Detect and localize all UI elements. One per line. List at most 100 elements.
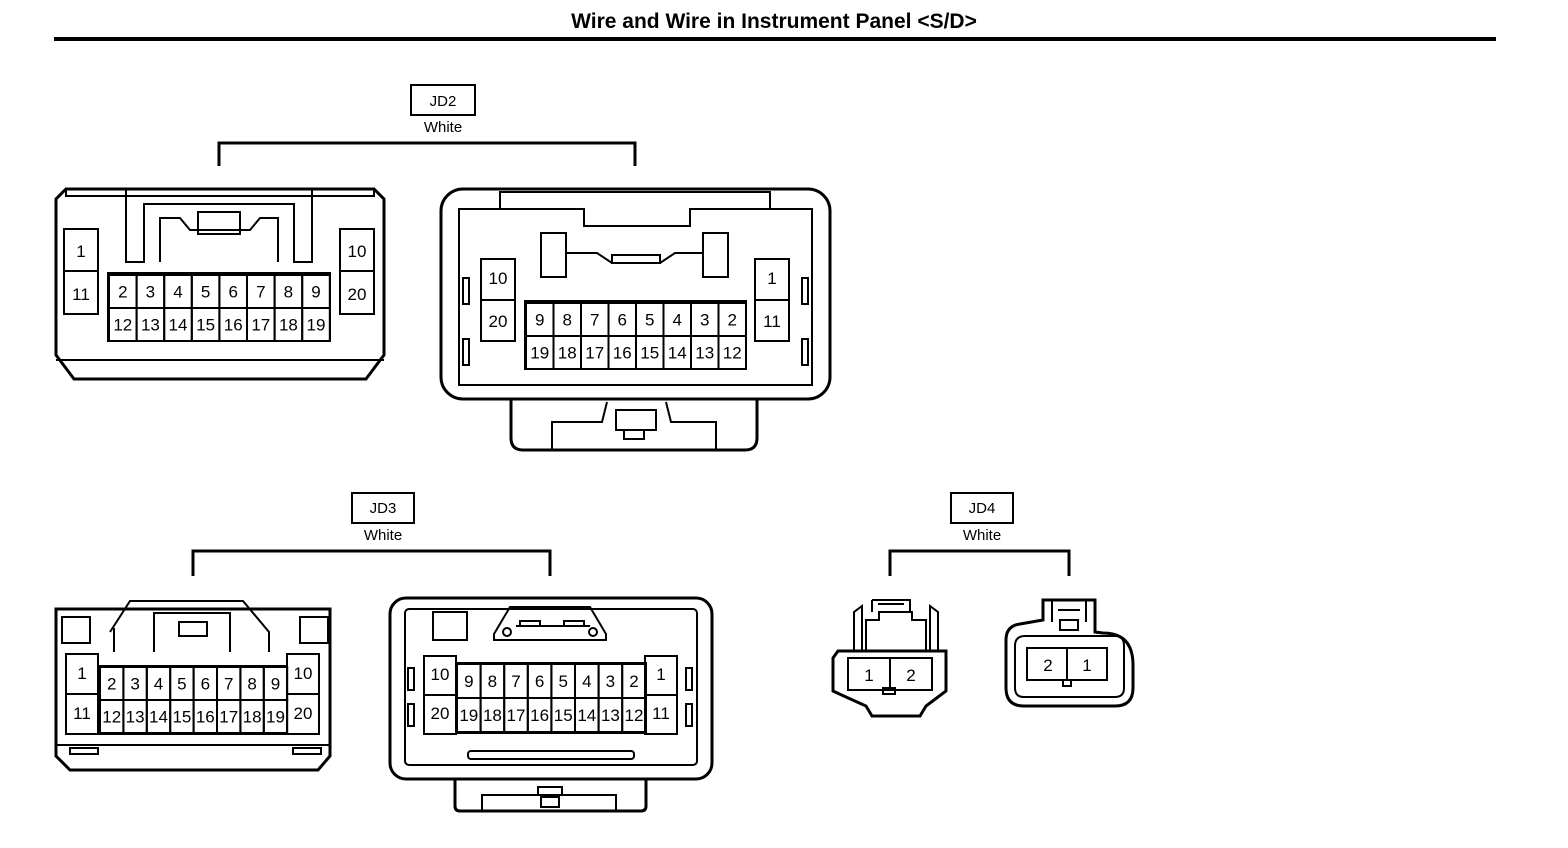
pin-label: 2 — [906, 666, 915, 685]
pin-label: 5 — [201, 283, 210, 302]
pin-label: 13 — [695, 344, 714, 363]
pin-label: 20 — [348, 285, 367, 304]
pin-label: 6 — [618, 311, 627, 330]
pin-label: 10 — [489, 269, 508, 288]
pin-label: 12 — [113, 316, 132, 335]
pin-label: 6 — [535, 672, 544, 691]
pin-label: 14 — [169, 316, 188, 335]
pin-label: 15 — [172, 708, 191, 727]
pin-label: 8 — [247, 675, 256, 694]
jd2-label: JD2 White — [217, 84, 637, 166]
pin-label: 3 — [700, 311, 709, 330]
pin-label: 7 — [590, 311, 599, 330]
pin-label: 17 — [507, 706, 526, 725]
pin-label: 16 — [196, 708, 215, 727]
pin-label: 11 — [652, 704, 670, 723]
pin-label: 3 — [146, 283, 155, 302]
pin-label: 1 — [656, 665, 665, 684]
pin-label: 18 — [483, 706, 502, 725]
jd4-label: JD4 White — [888, 492, 1071, 576]
title-rule — [54, 37, 1496, 41]
pin-label: 4 — [582, 672, 591, 691]
pin-label: 8 — [284, 283, 293, 302]
pin-label: 2 — [728, 311, 737, 330]
pin-label: 15 — [554, 706, 573, 725]
pin-label: 6 — [228, 283, 237, 302]
pin-label: 7 — [224, 675, 233, 694]
pin-label: 14 — [149, 708, 168, 727]
pin-label: 5 — [645, 311, 654, 330]
pin-label: 19 — [307, 316, 326, 335]
pin-label: 2 — [118, 283, 127, 302]
pin-label: 20 — [294, 704, 313, 723]
jd3-id: JD3 — [370, 500, 397, 517]
pin-label: 9 — [464, 672, 473, 691]
pin-label: 7 — [256, 283, 265, 302]
pin-label: 6 — [201, 675, 210, 694]
pin-label: 2 — [1043, 656, 1052, 675]
pin-label: 1 — [864, 666, 873, 685]
pin-label: 11 — [763, 312, 781, 331]
pin-label: 18 — [279, 316, 298, 335]
pin-label: 17 — [585, 344, 604, 363]
pin-label: 19 — [530, 344, 549, 363]
pin-label: 20 — [489, 312, 508, 331]
pin-label: 3 — [130, 675, 139, 694]
pin-label: 11 — [73, 704, 91, 723]
pin-label: 14 — [577, 706, 596, 725]
jd4-id: JD4 — [969, 500, 996, 517]
pin-label: 14 — [668, 344, 687, 363]
pin-label: 19 — [459, 706, 478, 725]
pin-cell — [717, 335, 747, 370]
pin-label: 13 — [141, 316, 160, 335]
pin-label: 9 — [535, 311, 544, 330]
pin-label: 2 — [107, 675, 116, 694]
pin-label: 19 — [266, 708, 285, 727]
pin-label: 15 — [640, 344, 659, 363]
pin-label: 5 — [177, 675, 186, 694]
jd3-label: JD3 White — [191, 492, 552, 576]
pin-label: 4 — [154, 675, 163, 694]
pin-label: 10 — [431, 665, 450, 684]
pin-label: 18 — [558, 344, 577, 363]
page-title: Wire and Wire in Instrument Panel <S/D> — [571, 10, 977, 33]
pin-label: 1 — [767, 269, 776, 288]
jd4-color: White — [963, 527, 1001, 544]
pin-cell — [262, 699, 289, 734]
pin-label: 4 — [173, 283, 182, 302]
pin-label: 16 — [224, 316, 243, 335]
pin-label: 3 — [606, 672, 615, 691]
pin-label: 11 — [72, 285, 90, 304]
pin-label: 8 — [488, 672, 497, 691]
pin-label: 1 — [77, 664, 86, 683]
pin-label: 17 — [219, 708, 238, 727]
pin-label: 12 — [723, 344, 742, 363]
pin-label: 18 — [243, 708, 262, 727]
pin-label: 9 — [271, 675, 280, 694]
pin-label: 13 — [126, 708, 145, 727]
pin-label: 17 — [251, 316, 270, 335]
pin-label: 12 — [102, 708, 121, 727]
pin-label: 2 — [629, 672, 638, 691]
pin-label: 4 — [673, 311, 682, 330]
pin-label: 15 — [196, 316, 215, 335]
pin-label: 10 — [294, 664, 313, 683]
pin-label: 20 — [431, 704, 450, 723]
pin-label: 5 — [558, 672, 567, 691]
pin-label: 1 — [76, 242, 85, 261]
pin-label: 9 — [311, 283, 320, 302]
jd2-color: White — [424, 119, 462, 136]
pin-label: 1 — [1082, 656, 1091, 675]
pin-label: 10 — [348, 242, 367, 261]
pin-label: 13 — [601, 706, 620, 725]
pin-cell — [621, 697, 647, 733]
pin-label: 7 — [511, 672, 520, 691]
pin-label: 8 — [563, 311, 572, 330]
jd2-id: JD2 — [430, 93, 457, 110]
